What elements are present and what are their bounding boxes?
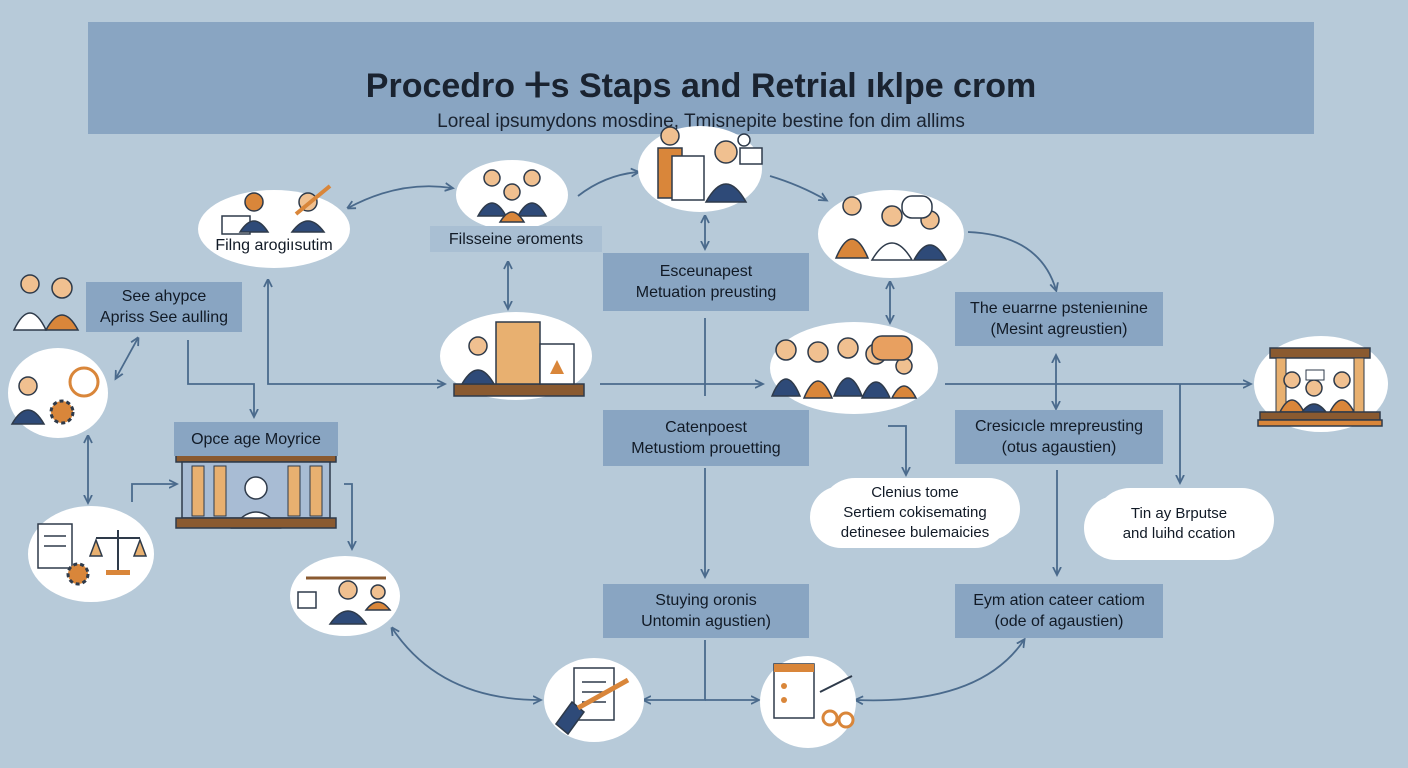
label-line-2: Untomin agustien) xyxy=(641,613,771,630)
cloud-clenius: Clenius tome Sertiem cokisemating detine… xyxy=(820,478,1010,548)
label-line-2: Sertiem cokisemating xyxy=(843,504,987,521)
wrench-icon xyxy=(290,184,332,233)
presenter-icon xyxy=(657,126,748,203)
label-line-1: Clenius tome xyxy=(871,484,959,501)
gear-icon xyxy=(10,366,100,425)
gavel-icon xyxy=(554,667,630,736)
group-icon xyxy=(476,169,548,223)
label-line-2: Apriss See aulling xyxy=(99,309,229,326)
label-line-1: Stuying oronis xyxy=(655,592,757,609)
label-filing: Filng arogiısutim xyxy=(215,237,333,254)
jury-icon xyxy=(1257,347,1383,427)
page-title: Procedro ⵜs Staps and Retrial ıklpe crom xyxy=(365,67,1037,105)
label-line-1: See ahypce xyxy=(121,288,207,305)
people-pair-icon xyxy=(12,274,80,331)
writer-icon xyxy=(221,192,270,235)
title-banner: Procedro ⵜs Staps and Retrial ıklpe crom… xyxy=(88,22,1314,134)
label-stuying: Stuying oronis Untomin agustien) xyxy=(603,584,809,638)
label-line-2: (otus agaustien) xyxy=(1001,439,1117,456)
label-line-2: (ode of agaustien) xyxy=(994,613,1124,630)
label-line-2: (Mesint agreustien) xyxy=(990,321,1128,338)
label-see-ahypce: See ahypce Apriss See aulling xyxy=(86,282,242,332)
page-subtitle: Loreal ipsumydons mosdine, Tmisnepite be… xyxy=(437,111,965,132)
label-line-1: Catenpoest xyxy=(665,419,747,436)
label-filsseine: Filsseine əroments xyxy=(430,226,602,252)
label-line-3: detinesee bulemaicies xyxy=(840,524,990,541)
speech-bubble-icon xyxy=(901,195,933,219)
label-cresicle: Cresicıcle mrepreusting (otus agaustien) xyxy=(955,410,1163,464)
label-catenpoest: Catenpoest Metustiom prouetting xyxy=(603,410,809,466)
label-line-1: Eym ation cateer catiom xyxy=(973,592,1145,609)
label-filsseine-text: Filsseine əroments xyxy=(448,230,584,248)
label-eymation: Eym ation cateer catiom (ode of agaustie… xyxy=(955,584,1163,638)
label-euarrne: The euarrne pstenieınine (Mesint agreust… xyxy=(955,292,1163,346)
court-building-icon xyxy=(175,451,337,529)
label-opce-age: Opce age Moyrice xyxy=(174,422,338,456)
discussion-icon-blob xyxy=(818,190,964,278)
document-icon xyxy=(37,523,90,586)
cloud-tin-ay: Tin ay Brputse and luihd ccation xyxy=(1094,488,1264,560)
label-line-2: Metuation preusting xyxy=(635,284,777,301)
camera-icon xyxy=(737,133,763,165)
courtroom-icon xyxy=(453,321,585,397)
scale-gavel-icon xyxy=(773,663,855,729)
balance-scale-icon xyxy=(88,530,148,575)
label-line-2: and luihd ccation xyxy=(1122,525,1236,542)
label-line-1: Tin ay Brputse xyxy=(1130,505,1228,522)
label-line-1: The euarrne pstenieınine xyxy=(970,300,1148,317)
label-line-1: Cresicıcle mrepreusting xyxy=(974,418,1144,435)
crowd-icon xyxy=(770,335,918,399)
label-opce-age-text: Opce age Moyrice xyxy=(191,430,321,448)
label-line-1: Esceunapest xyxy=(659,263,753,280)
judge-icon xyxy=(297,576,392,625)
label-esceunapest: Esceunapest Metuation preusting xyxy=(603,253,809,311)
label-line-2: Metustiom prouetting xyxy=(631,440,781,457)
